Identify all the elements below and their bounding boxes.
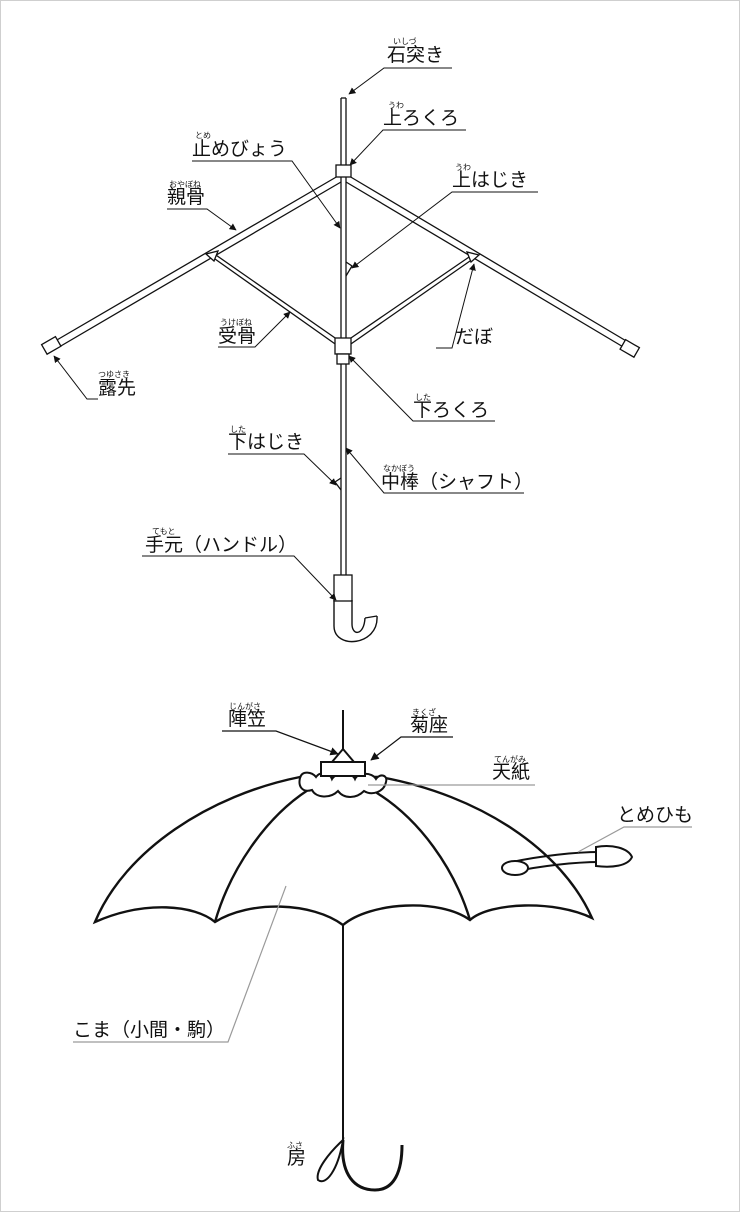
label-ishizuki: 石突き [387, 44, 445, 66]
tomehimo-strap [501, 845, 634, 876]
temoto-ruby: てもと [152, 527, 176, 536]
runner [334, 337, 352, 355]
label-oya-bone: 親骨 [167, 186, 206, 208]
kikuza-ruby: きくざ [412, 708, 436, 717]
cover-leaders [73, 730, 692, 1043]
fusa-ruby: ふさ [287, 1141, 303, 1150]
tengami-band [320, 761, 366, 777]
label-jingasa: 陣笠 [228, 708, 267, 730]
uke-bone-ruby: うけぼね [220, 318, 252, 327]
label-ue-hajiki: 上はじき [452, 169, 529, 191]
label-tome-byou: 止めびょう [192, 138, 288, 160]
umbrella-frame-drawing [40, 97, 641, 643]
label-fusa: 房 [287, 1147, 307, 1169]
right-dabo [465, 251, 481, 264]
label-nakabou: 中棒（シャフト） [381, 471, 534, 493]
label-koma: こま（小間・駒） [73, 1019, 226, 1041]
ue-hajiki-ruby: うわ [455, 163, 471, 172]
label-kikuza: 菊座 [410, 714, 449, 736]
label-tsuyusaki: 露先 [98, 377, 137, 399]
handle [333, 574, 378, 643]
shita-hajiki-ruby: した [230, 425, 246, 434]
fusa [316, 1137, 345, 1183]
label-ue-rokuro: 上ろくろ [383, 107, 460, 129]
upper-spring [345, 261, 353, 277]
cover-handle [341, 1139, 404, 1192]
left-tip [40, 335, 62, 356]
label-tengami: 天紙 [492, 761, 531, 783]
shita-rokuro-ruby: した [415, 393, 431, 402]
label-dabo: だぼ [455, 326, 494, 348]
label-tomehimo: とめひも [617, 804, 694, 826]
label-shita-rokuro: 下ろくろ [413, 399, 490, 421]
label-uke-bone: 受骨 [218, 325, 257, 347]
oya-bone-ruby: おやぼね [169, 180, 201, 189]
frame-leaders [53, 67, 538, 601]
left-dabo [204, 250, 220, 263]
ue-rokuro-ruby: うわ [388, 101, 404, 110]
lower-spring [334, 477, 342, 491]
stretchers [212, 252, 473, 347]
right-tip [619, 338, 641, 359]
tsuyusaki-ruby: つゆさき [98, 370, 130, 379]
tome-byou-ruby: とめ [195, 131, 211, 140]
label-temoto: 手元（ハンドル） [145, 534, 298, 556]
ishizuki-ruby: いしづ [393, 37, 417, 46]
label-shita-hajiki: 下はじき [228, 431, 305, 453]
jingasa-ruby: じんがさ [229, 702, 261, 711]
canopy-outline [92, 775, 595, 927]
nakabou-ruby: なかぼう [383, 464, 415, 473]
ribs [49, 175, 634, 352]
top-notch [335, 164, 352, 178]
tengami-ruby: てんがみ [494, 755, 526, 764]
umbrella-cover-drawing [92, 710, 634, 1192]
jingasa [329, 747, 357, 763]
